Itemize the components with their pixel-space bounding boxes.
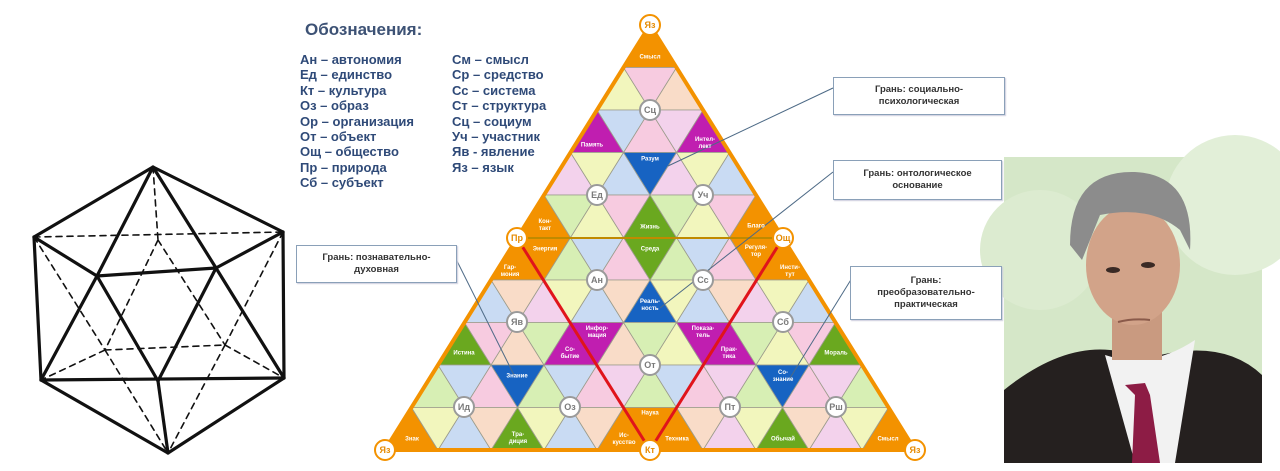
- callout-pointers: [454, 87, 853, 379]
- legend-item: Сб – субъект: [300, 175, 384, 191]
- concept-node: Сс: [692, 269, 714, 291]
- grid-cell: [702, 194, 757, 239]
- legend-item: Оз – образ: [300, 98, 369, 114]
- grid-cell: [755, 364, 810, 409]
- legend-item: См – смысл: [452, 52, 529, 67]
- legend-column-1: Ан – автономия Ед – единство Кт – культу…: [300, 52, 414, 191]
- grid-cell: [596, 109, 651, 154]
- grid-cell: [622, 322, 678, 366]
- icosahedron-hidden-edges: [33, 166, 285, 454]
- legend-item: Ор – организация: [300, 113, 414, 129]
- concept-node: Сб: [772, 311, 794, 333]
- grid-cell: [490, 364, 545, 409]
- grid-cell: [596, 194, 651, 239]
- grid-cell: [702, 364, 757, 409]
- grid-cell: [728, 322, 784, 366]
- grid-cell: [569, 407, 625, 451]
- concept-node: Уч: [692, 184, 714, 206]
- concept-node: Ощ: [772, 227, 794, 249]
- grid-cell: [649, 279, 704, 324]
- concept-node: Пт: [719, 396, 741, 418]
- legend-item: Сц – социум: [452, 113, 532, 129]
- grid-cell: [675, 152, 731, 196]
- concept-node: Яз: [639, 14, 661, 36]
- grid-cell: [675, 407, 731, 451]
- grid-cell: [834, 407, 890, 451]
- concept-node: Ид: [453, 396, 475, 418]
- legend-item: Ан – автономия: [300, 52, 402, 67]
- grid-cell: [490, 279, 545, 324]
- concept-node: Ан: [586, 269, 608, 291]
- legend-item: Кт – культура: [300, 82, 387, 98]
- concept-node: Сц: [639, 99, 661, 121]
- grid-cell: [728, 407, 784, 451]
- concept-node: Ед: [586, 184, 608, 206]
- grid-cell: [543, 364, 598, 409]
- concept-node: Яв: [506, 311, 528, 333]
- concept-node: Рш: [825, 396, 847, 418]
- legend-item: Яв - явление: [452, 144, 535, 160]
- legend-item: Ст – структура: [452, 98, 547, 114]
- concept-node: Кт: [639, 439, 661, 461]
- concept-node: Яз: [374, 439, 396, 461]
- grid-cell: [649, 109, 704, 154]
- grid-cell: [543, 194, 598, 239]
- callout-cognitive-spiritual: Грань: познавательно- духовная: [296, 245, 457, 283]
- grid-cell: [410, 407, 466, 451]
- legend-item: Ед – единство: [300, 67, 393, 83]
- grid-cell: [463, 322, 519, 366]
- legend-title: Обозначения:: [305, 20, 423, 39]
- legend-item: Ощ – общество: [300, 144, 399, 160]
- legend-column-2: См – смысл Ср – средство Сс – система Ст…: [452, 52, 546, 175]
- grid-cell: [781, 322, 837, 366]
- legend-item: От – объект: [300, 129, 377, 145]
- grid-cell: [437, 364, 492, 409]
- concept-node: От: [639, 354, 661, 376]
- callout-transformative-practical: Грань: преобразовательно- практическая: [850, 266, 1002, 320]
- grid-cell: [808, 364, 863, 409]
- legend-item: Сс – система: [452, 82, 536, 98]
- grid-cell: [516, 322, 572, 366]
- grid-cell: [781, 407, 837, 451]
- grid-cell: [596, 279, 651, 324]
- grid-cell: [622, 152, 678, 196]
- red-edge-left: [515, 237, 652, 451]
- icosahedron-visible-edges: [32, 165, 286, 455]
- callout-ontological: Грань: онтологическое основание: [833, 160, 1002, 200]
- concept-node: Пр: [506, 227, 528, 249]
- legend-item: Ср – средство: [452, 67, 544, 83]
- grid-cell: [622, 67, 678, 111]
- callout-social-psychological: Грань: социально- психологическая: [833, 77, 1005, 115]
- icosahedron-figure: [32, 165, 286, 455]
- grid-cell: [649, 194, 704, 239]
- triangle-grid: [384, 24, 916, 451]
- legend-item: Яз – язык: [452, 159, 514, 175]
- legend-item: Уч – участник: [452, 129, 541, 145]
- portrait-photo: [980, 135, 1280, 463]
- legend-item: Пр – природа: [300, 159, 387, 175]
- concept-node: Оз: [559, 396, 581, 418]
- grid-cell: [755, 279, 810, 324]
- grid-cell: [463, 407, 519, 451]
- red-edge-right: [648, 237, 785, 451]
- grid-cell: [569, 152, 625, 196]
- concept-node: Яз: [904, 439, 926, 461]
- grid-cell: [516, 407, 572, 451]
